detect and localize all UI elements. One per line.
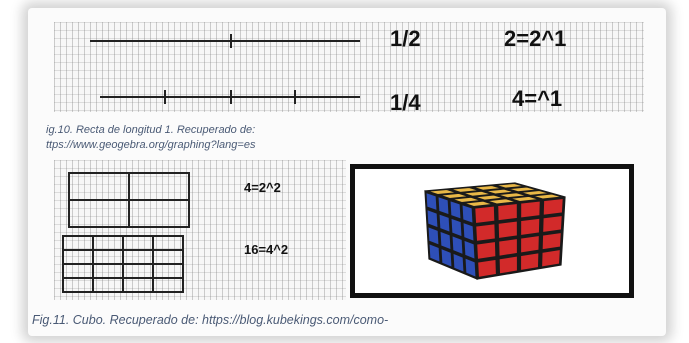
right-sticker <box>497 237 519 257</box>
right-sticker <box>519 234 541 254</box>
document-page: 1/2 2=2^1 1/4 4=^1 ig.10. Recta de longi… <box>28 8 666 336</box>
fig11-caption: Fig.11. Cubo. Recuperado de: https://blo… <box>32 313 389 327</box>
top-sticker <box>519 189 551 197</box>
fig10-caption-line2: ttps://www.geogebra.org/graphing?lang=es <box>46 139 256 151</box>
left-sticker <box>449 199 462 221</box>
rubiks-cube-icon <box>424 182 566 280</box>
fig10-caption-line1: ig.10. Recta de longitud 1. Recuperado d… <box>46 124 256 136</box>
left-sticker <box>427 225 440 247</box>
left-sticker <box>461 203 474 225</box>
right-sticker <box>498 255 519 275</box>
top-sticker <box>531 193 563 200</box>
top-sticker <box>474 194 505 201</box>
right-sticker <box>497 202 519 222</box>
fraction-half-label: 1/2 <box>390 26 421 51</box>
top-sticker <box>472 184 503 191</box>
left-sticker <box>425 191 438 212</box>
left-sticker <box>428 242 441 264</box>
right-sticker <box>541 214 563 234</box>
square-2x2 <box>68 172 190 228</box>
right-sticker <box>542 197 564 217</box>
left-sticker <box>440 247 453 269</box>
top-sticker <box>496 192 528 199</box>
left-sticker <box>450 217 463 238</box>
right-sticker <box>476 258 498 279</box>
left-sticker <box>426 208 439 229</box>
squares-label-4: 4=2^2 <box>244 180 281 195</box>
left-sticker <box>462 221 475 243</box>
top-sticker <box>427 188 458 196</box>
left-sticker <box>463 239 476 261</box>
top-sticker <box>449 186 480 194</box>
left-sticker <box>439 230 452 251</box>
right-sticker <box>519 217 541 237</box>
right-sticker <box>474 205 496 225</box>
graph-paper-squares <box>54 160 346 300</box>
fraction-quarter-label: 1/4 <box>390 90 421 115</box>
right-sticker <box>475 240 497 261</box>
top-sticker <box>461 190 493 197</box>
squares-label-16: 16=4^2 <box>244 242 289 257</box>
rubiks-cube-photo <box>350 164 634 298</box>
right-sticker <box>541 231 563 251</box>
left-sticker <box>437 195 450 216</box>
power-label-row2: 4=^1 <box>512 86 563 111</box>
tick-quarter-3 <box>294 90 296 104</box>
top-sticker <box>486 198 517 205</box>
left-sticker <box>464 256 477 279</box>
number-line-halves <box>90 40 360 42</box>
square-4x4 <box>62 235 184 293</box>
right-sticker <box>519 251 540 272</box>
top-sticker <box>439 192 470 200</box>
tick-quarter-2 <box>230 90 232 104</box>
top-sticker <box>509 195 540 203</box>
right-sticker <box>497 220 519 240</box>
tick-quarter-1 <box>164 90 166 104</box>
top-sticker <box>484 188 515 195</box>
right-sticker <box>540 248 562 268</box>
top-sticker <box>507 186 538 193</box>
power-label-row1: 2=2^1 <box>504 26 567 51</box>
top-sticker <box>494 182 526 189</box>
tick-half <box>230 34 232 48</box>
left-sticker <box>451 234 464 256</box>
left-sticker <box>452 252 465 274</box>
right-sticker <box>519 200 541 219</box>
left-sticker <box>438 212 451 234</box>
top-sticker <box>463 200 494 208</box>
top-sticker <box>451 196 482 204</box>
right-sticker <box>475 223 497 243</box>
